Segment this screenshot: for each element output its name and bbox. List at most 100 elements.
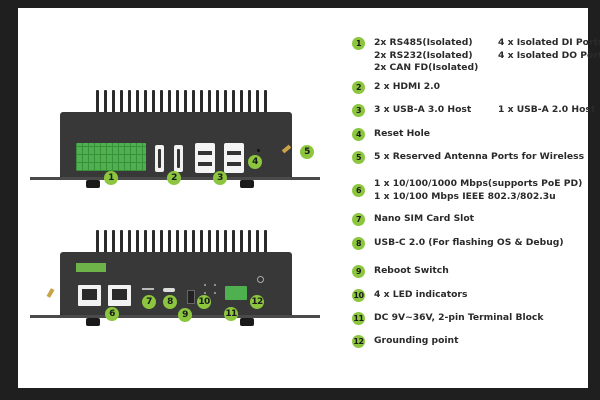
spec-line: Nano SIM Card Slot (374, 213, 474, 226)
heatsink-fin (120, 90, 123, 114)
spec-item: 10 4 x LED indicators (352, 289, 467, 302)
heatsink-fin (128, 230, 131, 254)
device-foot (86, 180, 100, 188)
spec-text: 4 x LED indicators (374, 289, 468, 300)
usb-a-port (224, 143, 244, 173)
spec-text: Grounding point (374, 335, 459, 346)
heatsink-fin (256, 230, 259, 254)
heatsink-fin (160, 230, 163, 254)
heatsink-fin (184, 230, 187, 254)
spec-number-badge: 4 (352, 128, 365, 141)
spec-text: 2 x HDMI 2.0 (374, 81, 441, 92)
spec-line: 3 x USB-A 3.0 Host 1 x USB-A 2.0 Host (374, 104, 595, 117)
spec-item: 7 Nano SIM Card Slot (352, 213, 474, 226)
spec-number-badge: 7 (352, 213, 365, 226)
usb-c-port (163, 288, 175, 292)
spec-item: 6 1 x 10/100/1000 Mbps(supports PoE PD)1 … (352, 178, 582, 203)
heatsink-fin (144, 90, 147, 114)
spec-line: 2x RS232(Isolated)4 x Isolated DO Ports (374, 50, 600, 63)
spec-line: 2 x HDMI 2.0 (374, 81, 440, 94)
product-label (76, 263, 106, 272)
marker-11: 11 (224, 307, 238, 321)
heatsink-fin (200, 230, 203, 254)
spec-text: Reset Hole (374, 128, 430, 139)
heatsink-fin (216, 230, 219, 254)
spec-text-secondary: 1 x USB-A 2.0 Host (498, 104, 596, 115)
heatsink-fin (192, 90, 195, 114)
heatsink-fin (136, 230, 139, 254)
spec-text: 2x CAN FD(Isolated) (374, 62, 479, 73)
hdmi-port (174, 145, 183, 172)
spec-line: USB-C 2.0 (For flashing OS & Debug) (374, 237, 564, 250)
heatsink-fin (224, 90, 227, 114)
spec-line: 5 x Reserved Antenna Ports for Wireless (374, 151, 584, 164)
heatsink-fin (256, 90, 259, 114)
heatsink-fin (184, 90, 187, 114)
spec-number-badge: 12 (352, 335, 365, 348)
spec-number-badge: 10 (352, 289, 365, 302)
marker-1: 1 (104, 171, 118, 185)
spec-text: 5 x Reserved Antenna Ports for Wireless (374, 151, 585, 162)
spec-text: 1 x 10/100 Mbps IEEE 802.3/802.3u (374, 190, 556, 202)
heatsink-fins (96, 230, 267, 254)
mounting-bracket (30, 315, 320, 318)
heatsink-fin (96, 90, 99, 114)
heatsink-fin (144, 230, 147, 254)
led-indicator (204, 292, 206, 294)
spec-text: 3 x USB-A 3.0 Host (374, 104, 472, 115)
ethernet-port (108, 285, 131, 306)
heatsink-fin (240, 230, 243, 254)
led-indicator (204, 284, 206, 286)
heatsink-fin (128, 90, 131, 114)
heatsink-fin (176, 90, 179, 114)
marker-3: 3 (213, 171, 227, 185)
marker-7: 7 (142, 295, 156, 309)
spec-line: Reset Hole (374, 128, 430, 141)
spec-line: 1 x 10/100 Mbps IEEE 802.3/802.3u (374, 191, 582, 204)
ethernet-port (78, 285, 101, 306)
spec-number-badge: 1 (352, 37, 365, 50)
marker-8: 8 (163, 295, 177, 309)
device-foot (240, 318, 254, 326)
device-foot (240, 180, 254, 188)
spec-item: 5 5 x Reserved Antenna Ports for Wireless (352, 151, 584, 164)
usb-a-port (195, 143, 215, 173)
heatsink-fin (216, 90, 219, 114)
product-diagram: 1 2 3 4 5 6 7 8 9 10 11 12 (18, 8, 588, 388)
spec-number-badge: 11 (352, 312, 365, 325)
heatsink-fin (104, 90, 107, 114)
heatsink-fin (136, 90, 139, 114)
device-foot (86, 318, 100, 326)
marker-10: 10 (197, 295, 211, 309)
antenna-connector (46, 288, 55, 298)
spec-line: 1 x 10/100/1000 Mbps(supports PoE PD) (374, 178, 582, 191)
heatsink-fin (152, 90, 155, 114)
heatsink-fin (232, 230, 235, 254)
spec-number-badge: 8 (352, 237, 365, 250)
spec-number-badge: 5 (352, 151, 365, 164)
spec-text: 2x RS485(Isolated) (374, 37, 473, 48)
spec-number-badge: 6 (352, 184, 365, 197)
heatsink-fins (96, 90, 267, 114)
heatsink-fin (264, 90, 267, 114)
heatsink-fin (192, 230, 195, 254)
spec-line: Grounding point (374, 335, 458, 348)
spec-number-badge: 3 (352, 104, 365, 117)
heatsink-fin (264, 230, 267, 254)
reset-hole (257, 149, 260, 152)
heatsink-fin (152, 230, 155, 254)
hdmi-port (155, 145, 164, 172)
led-indicator (214, 292, 216, 294)
spec-text: Nano SIM Card Slot (374, 213, 475, 224)
heatsink-fin (104, 230, 107, 254)
heatsink-fin (96, 230, 99, 254)
spec-text: DC 9V~36V, 2-pin Terminal Block (374, 312, 544, 323)
heatsink-fin (176, 230, 179, 254)
spec-text: USB-C 2.0 (For flashing OS & Debug) (374, 237, 564, 248)
spec-text-secondary: 4 x Isolated DO Ports (498, 49, 600, 61)
marker-4: 4 (248, 155, 262, 169)
heatsink-fin (208, 90, 211, 114)
marker-2: 2 (167, 171, 181, 185)
heatsink-fin (248, 90, 251, 114)
